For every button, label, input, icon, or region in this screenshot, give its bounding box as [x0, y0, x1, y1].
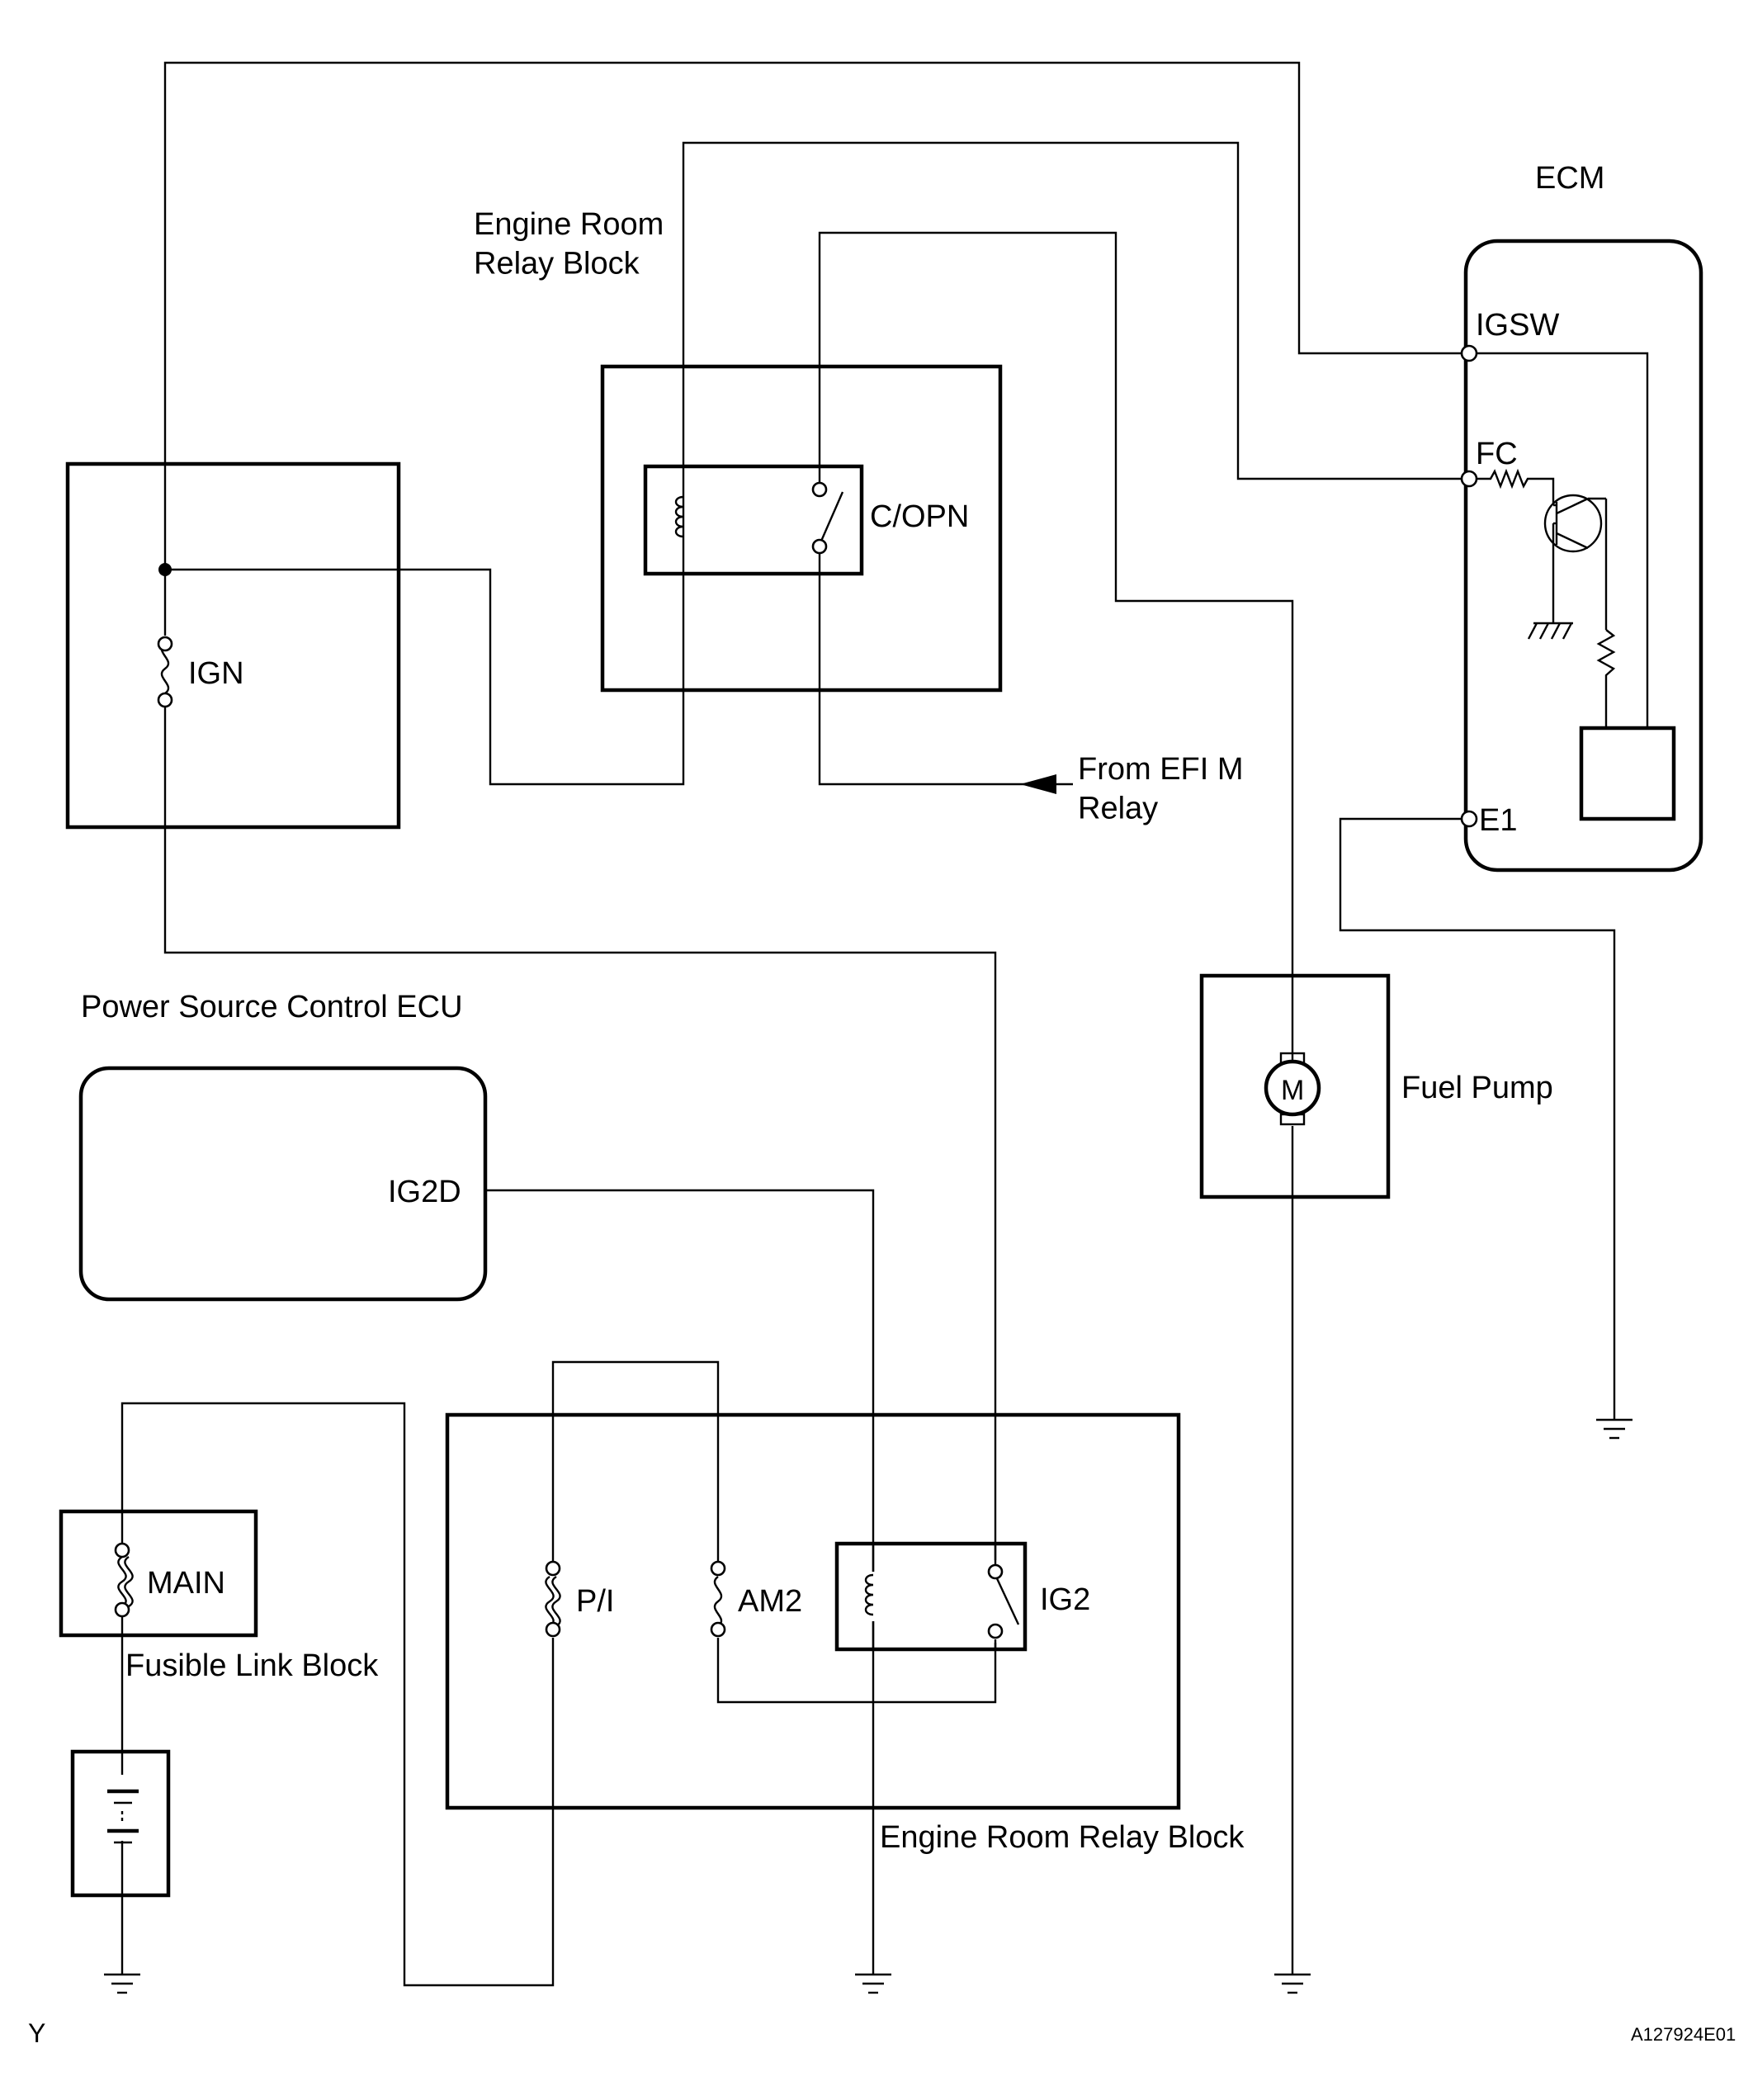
wire-ign-to-ig2-switch: [163, 702, 997, 1568]
copn-label: C/OPN: [870, 499, 969, 534]
e1-terminal: [1460, 810, 1478, 828]
ign-fuse-terminal-top: [157, 636, 173, 652]
ecm: [1460, 239, 1703, 873]
copn-relay-box: [643, 464, 864, 576]
wire-am2-to-ig2: [716, 1636, 997, 1704]
engine-room-relay-block-bottom: [445, 1412, 1181, 1810]
am2-fuse-terminal-bottom: [710, 1621, 726, 1638]
e1-label: E1: [1479, 803, 1517, 838]
fc-transistor: [1543, 494, 1603, 553]
am2-label: AM2: [738, 1584, 802, 1619]
power-source-ecu-box: [78, 1066, 488, 1302]
ground-3-icon: [1274, 1973, 1311, 1994]
label-line: Engine Room: [474, 207, 664, 242]
engine-room-relay-block-top-box: [600, 364, 1003, 693]
fuel-pump: [1199, 973, 1391, 1199]
fuel-pump-box: [1199, 973, 1391, 1199]
pi-fuse-terminal-top: [545, 1560, 561, 1577]
copn-switch-contact-lower: [811, 538, 828, 555]
main-fuse-terminal-top: [114, 1542, 130, 1558]
ig2-coil-icon: [864, 1573, 874, 1616]
main-fuse-box: [59, 1509, 258, 1638]
arrow-icon: [1020, 774, 1056, 794]
am2-fuse-icon: [713, 1576, 723, 1627]
ground-2-icon: [855, 1973, 891, 1994]
ign-fuse-terminal-bottom: [157, 692, 173, 708]
pi-label: P/I: [576, 1584, 614, 1619]
fuel-pump-label: Fuel Pump: [1401, 1071, 1553, 1105]
from-efi-label: From EFI M Relay: [1078, 752, 1244, 826]
ign-label: IGN: [188, 656, 244, 691]
ig2-switch-arm: [994, 1574, 1020, 1625]
engine-room-relay-block-bottom-box: [445, 1412, 1181, 1810]
wire-igsw-to-ign: [163, 61, 1469, 570]
fusible-link-block: [59, 1509, 258, 1638]
copn-coil-icon: [674, 495, 684, 538]
main-fuse-icon: [117, 1555, 127, 1608]
ign-block: [65, 461, 401, 830]
fc-resistor: [1469, 468, 1555, 505]
pi-fuse-icon: [545, 1575, 555, 1628]
igsw-label: IGSW: [1476, 308, 1559, 343]
main-label: MAIN: [147, 1566, 225, 1601]
power-source-ecu-label: Power Source Control ECU: [81, 990, 463, 1024]
ground-1-icon: [104, 1973, 140, 1994]
ig2-switch-contact-lower: [987, 1623, 1004, 1639]
ground-4-icon: [1596, 1418, 1633, 1440]
wire-copn-switch-to-fuel-pump: [818, 231, 1294, 1060]
wire-fc-to-copn-coil: [165, 141, 1469, 786]
ig2-relay-box: [834, 1541, 1028, 1652]
main-fuse-terminal-bottom: [114, 1601, 130, 1618]
ig2-label: IG2: [1040, 1582, 1090, 1617]
ecm-internal-block: [1579, 726, 1676, 821]
label-line: Relay Block: [474, 247, 640, 281]
wire-e1-to-ground: [1339, 817, 1616, 1420]
label-line: From EFI M: [1078, 752, 1244, 787]
wire-main-to-pi: [120, 1402, 555, 1987]
fc-terminal: [1460, 470, 1478, 488]
wire-copn-switch-to-efi: [818, 546, 1073, 786]
motor-icon: [1264, 1059, 1321, 1117]
pi-fuse-terminal-bottom: [545, 1621, 561, 1638]
fusible-link-block-label: Fusible Link Block: [125, 1648, 379, 1683]
copn-switch-contact-upper: [811, 481, 828, 498]
fc-label: FC: [1476, 437, 1518, 471]
ecm-pullup-resistor: [1596, 629, 1616, 728]
engine-room-relay-block-bottom-label: Engine Room Relay Block: [880, 1820, 1245, 1855]
wire-igsw-internal: [1469, 352, 1649, 726]
ecm-label: ECM: [1535, 161, 1604, 196]
igsw-terminal: [1460, 344, 1478, 362]
ecm-box: [1463, 239, 1703, 873]
ig2d-label: IG2D: [388, 1175, 461, 1209]
am2-fuse-terminal-top: [710, 1560, 726, 1577]
label-line: Relay: [1078, 792, 1158, 826]
wire-pi-to-am2: [551, 1360, 720, 1568]
ig2-switch-contact-upper: [987, 1563, 1004, 1580]
corner-letter: Y: [28, 2018, 45, 2048]
wire-ig2d-to-ig2-coil: [487, 1189, 875, 1975]
ign-box: [65, 461, 401, 830]
motor-label: M: [1281, 1075, 1304, 1106]
battery-box: [70, 1749, 171, 1898]
copn-relay-block: [600, 364, 1003, 693]
battery: [70, 1749, 171, 1898]
copn-switch-arm: [818, 491, 844, 546]
ign-fuse-icon: [160, 643, 170, 694]
figure-id: A127924E01: [1631, 2024, 1736, 2045]
